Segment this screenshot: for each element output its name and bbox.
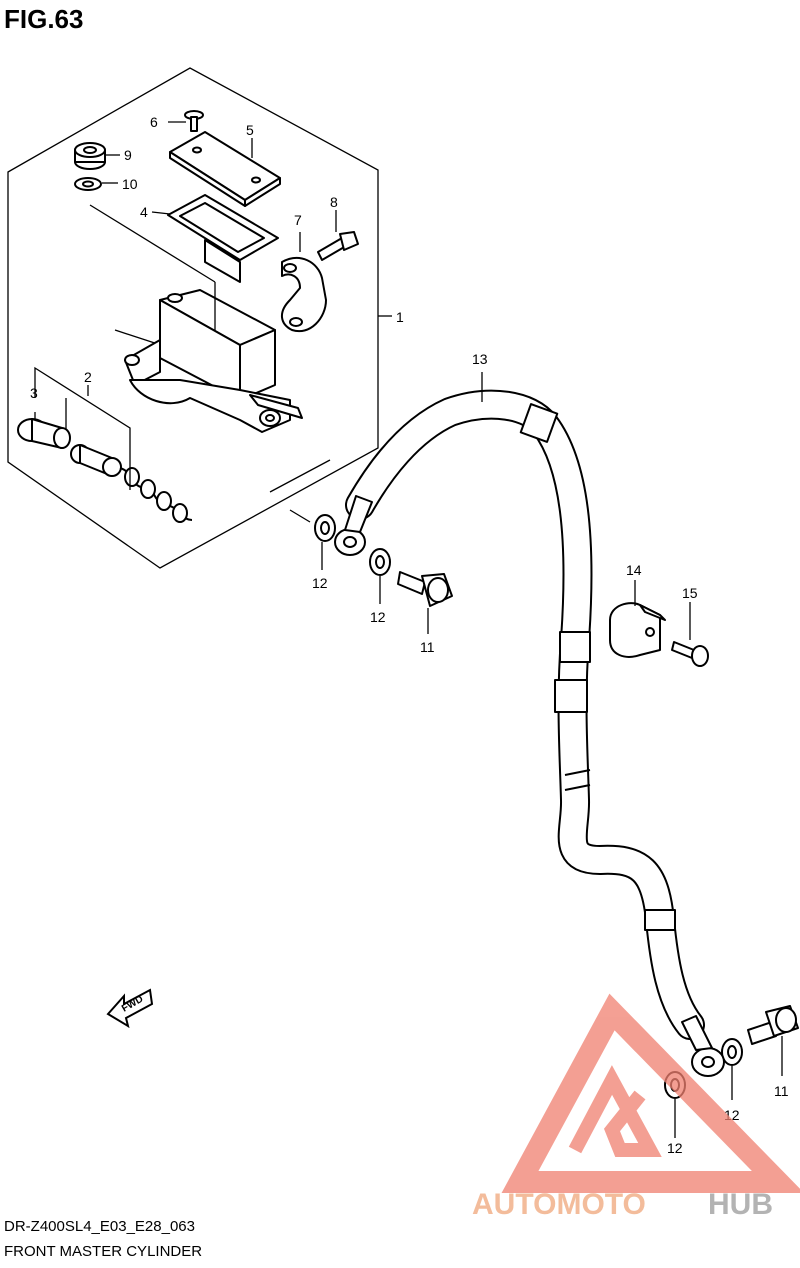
part-label-2: 2 bbox=[84, 369, 92, 385]
washer-part-12-upper-a bbox=[314, 514, 336, 570]
forward-direction-arrow: FWD bbox=[106, 988, 154, 1029]
automotohub-watermark: AUTOMOTO HUB bbox=[472, 993, 800, 1221]
brake-hose-part-13 bbox=[334, 372, 725, 1077]
reservoir-cap-part-5 bbox=[169, 131, 281, 207]
guide-line bbox=[269, 459, 331, 493]
part-label-4: 4 bbox=[140, 204, 148, 220]
master-cylinder-body bbox=[124, 282, 303, 433]
part-label-1: 1 bbox=[396, 309, 404, 325]
watermark-text-hub: HUB bbox=[708, 1188, 773, 1221]
part-label-12-d: 12 bbox=[667, 1140, 683, 1156]
part-label-3: 3 bbox=[30, 385, 38, 401]
figure-title: FIG.63 bbox=[4, 4, 84, 34]
figure-name: FRONT MASTER CYLINDER bbox=[4, 1243, 203, 1260]
model-code: DR-Z400SL4_E03_E28_063 bbox=[4, 1218, 195, 1235]
watermark-inner-mark bbox=[568, 1065, 662, 1157]
bracket-line-part-2 bbox=[34, 366, 131, 490]
clamp-bolt-part-8 bbox=[317, 210, 359, 261]
piston-kit-part-2 bbox=[70, 444, 193, 523]
part-label-6: 6 bbox=[150, 114, 158, 130]
clamp-part-7 bbox=[281, 232, 327, 333]
guide-line bbox=[89, 204, 216, 283]
assembly-boundary bbox=[7, 67, 379, 569]
part-label-13: 13 bbox=[472, 351, 488, 367]
banjo-bolt-part-11-lower bbox=[747, 1005, 799, 1076]
part-label-12-b: 12 bbox=[370, 609, 386, 625]
washer-part-12-lower-b bbox=[721, 1038, 743, 1100]
screw-part-15 bbox=[671, 602, 709, 667]
part-label-15: 15 bbox=[682, 585, 698, 601]
dust-boot-part-3 bbox=[17, 418, 71, 449]
part-label-9: 9 bbox=[124, 147, 132, 163]
watermark-text-automoto: AUTOMOTO bbox=[472, 1188, 646, 1221]
part-label-14: 14 bbox=[626, 562, 642, 578]
part-label-11-lower: 11 bbox=[774, 1083, 789, 1099]
part-label-5: 5 bbox=[246, 122, 254, 138]
part-label-12-a: 12 bbox=[312, 575, 328, 591]
watermark-triangle-logo bbox=[501, 993, 800, 1193]
part-label-10: 10 bbox=[122, 176, 138, 192]
part-label-7: 7 bbox=[294, 212, 302, 228]
washer-part-12-upper-b bbox=[369, 548, 391, 604]
guide-line bbox=[289, 509, 311, 523]
banjo-bolt-part-11-upper bbox=[397, 571, 453, 634]
diaphragm-part-4 bbox=[151, 194, 279, 283]
cap-plate-part-9 bbox=[74, 142, 120, 170]
part-label-8: 8 bbox=[330, 194, 338, 210]
seal-ring-part-10 bbox=[74, 177, 118, 191]
hose-clamp-part-14 bbox=[609, 580, 666, 658]
screw-part-6 bbox=[168, 110, 204, 132]
part-label-11-upper: 11 bbox=[420, 639, 435, 655]
